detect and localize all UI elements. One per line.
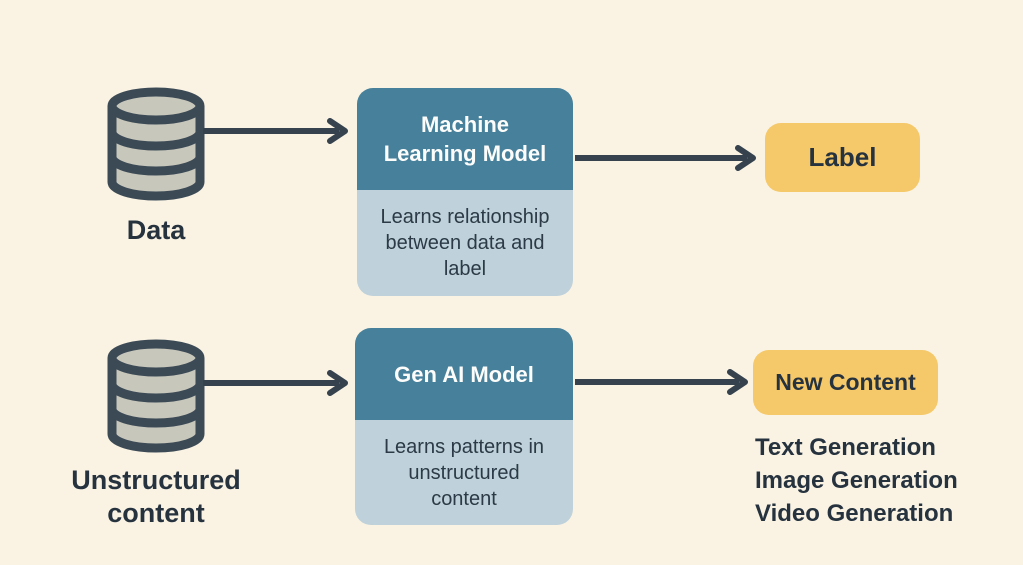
output-chip-label: Label — [765, 123, 920, 192]
arrow-unstructured-to-genai-model — [203, 370, 348, 396]
arrow-genai-model-to-new-content — [575, 369, 748, 395]
generation-type-text: Text Generation — [755, 434, 936, 461]
ml-model-card: Machine Learning Model Learns relationsh… — [357, 88, 573, 296]
source-label-data: Data — [126, 215, 186, 245]
ml-model-title: Machine Learning Model — [357, 88, 573, 190]
arrow-ml-model-to-label — [575, 145, 756, 171]
ml-model-description: Learns relationship between data and lab… — [357, 190, 573, 296]
output-chip-new-content: New Content — [753, 350, 938, 415]
source-label-unstructured-content: Unstructured content — [71, 465, 241, 528]
genai-model-title: Gen AI Model — [355, 328, 573, 420]
generation-type-image: Image Generation — [755, 467, 958, 494]
arrow-data-to-ml-model — [203, 118, 348, 144]
generation-type-video: Video Generation — [755, 500, 954, 527]
genai-model-description: Learns patterns in unstructured content — [355, 420, 573, 525]
database-icon-unstructured — [107, 339, 205, 453]
database-icon-data — [107, 87, 205, 201]
genai-model-card: Gen AI Model Learns patterns in unstruct… — [355, 328, 573, 525]
generation-types-list: Text Generation Image Generation Video G… — [755, 431, 958, 530]
